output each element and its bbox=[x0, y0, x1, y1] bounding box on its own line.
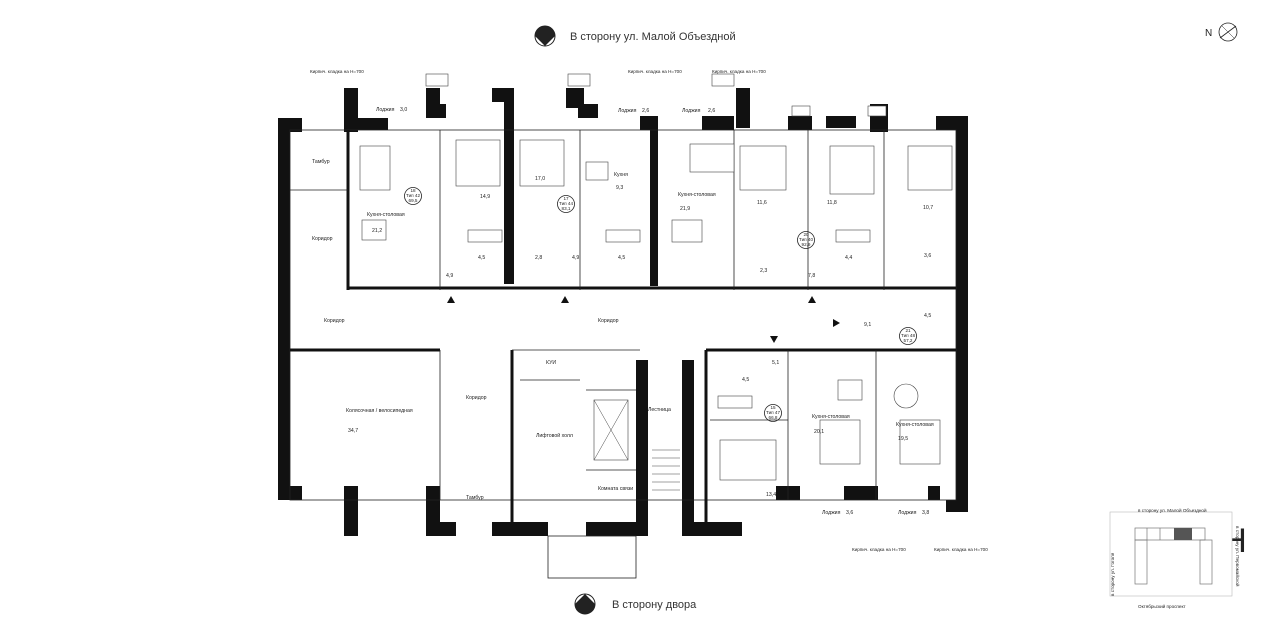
room-bath-5-area: 4,5 bbox=[742, 377, 749, 383]
apartment-badge: 15 Тип 47 66,8 bbox=[764, 404, 782, 422]
room-koridor-lower: Коридор bbox=[466, 395, 487, 401]
room-kitchen-6-area: 19,5 bbox=[898, 436, 908, 442]
room-kitchen-5: Кухня-столовая bbox=[812, 414, 850, 420]
room-stairs: Лестница bbox=[648, 407, 671, 413]
room-bed-5-area: 13,4 bbox=[766, 492, 776, 498]
wall-note-top-right: Кирпич. кладка на Н=700 bbox=[712, 69, 766, 74]
room-tambur-top: Тамбур bbox=[312, 159, 330, 165]
wall-note-bottom-left: Кирпич. кладка на Н=700 bbox=[852, 547, 906, 552]
minimap-street-top: в сторону ул. Малой Объездной bbox=[1138, 507, 1207, 513]
room-loggia-6-area: 3,8 bbox=[922, 510, 929, 516]
street-direction-label: В сторону ул. Малой Объездной bbox=[570, 31, 736, 43]
room-bed-4-area: 10,7 bbox=[923, 205, 933, 211]
minimap-street-bottom: Октябрьский проспект bbox=[1138, 603, 1187, 609]
room-lift-hall: Лифтовой холл bbox=[536, 432, 573, 439]
north-arrow-icon bbox=[1218, 22, 1238, 42]
room-koridor-main: Коридор bbox=[598, 318, 619, 324]
room-kitchen-1-area: 21,2 bbox=[372, 228, 382, 234]
apartment-badge: 18 Тип 42 69,5 bbox=[404, 187, 422, 205]
room-stroller: Колясочная / велосипедная bbox=[346, 408, 413, 414]
room-wc-3-area: 2,3 bbox=[760, 268, 767, 274]
room-loggia-2: Лоджия bbox=[618, 108, 637, 114]
room-kitchen-2: Кухня bbox=[614, 172, 628, 178]
room-kitchen-3: Кухня-столовая bbox=[678, 192, 716, 198]
outer-walls bbox=[278, 88, 968, 536]
svg-text:92,9: 92,9 bbox=[802, 242, 811, 247]
apartment-badge: 17 Тип 44 83,1 bbox=[557, 195, 575, 213]
apartment-badges: 18 Тип 42 69,5 17 Тип 44 83,1 20 Тип 40 … bbox=[404, 187, 917, 422]
room-kitchen-2-area: 9,3 bbox=[616, 185, 623, 191]
room-kitchen-1: Кухня-столовая bbox=[367, 212, 405, 218]
room-bed-1-area: 14,9 bbox=[480, 194, 490, 200]
room-hall-3-area: 7,8 bbox=[808, 273, 815, 279]
svg-text:Тип 42: Тип 42 bbox=[406, 193, 420, 198]
apartment-badge: 21 Тип 48 57,2 bbox=[899, 327, 917, 345]
room-bed-3b-area: 11,8 bbox=[827, 200, 837, 206]
svg-text:21: 21 bbox=[905, 328, 911, 333]
svg-text:66,8: 66,8 bbox=[769, 415, 778, 420]
svg-text:69,5: 69,5 bbox=[409, 198, 418, 203]
site-minimap: в сторону ул. Малой Объездной Октябрьски… bbox=[1109, 507, 1241, 609]
yard-direction-marker: В сторону двора bbox=[574, 593, 697, 615]
room-labels: Тамбур Коридор Коридор Коридор Лоджия 3,… bbox=[312, 107, 934, 516]
room-bath-4-area: 4,5 bbox=[924, 313, 931, 319]
room-wc-4-area: 3,6 bbox=[924, 253, 931, 259]
room-koridor-left: Коридор bbox=[312, 236, 333, 242]
room-bath-2-area: 4,5 bbox=[618, 255, 625, 261]
entry-arrows bbox=[447, 296, 840, 343]
room-koridor-mid-left: Коридор bbox=[324, 318, 345, 324]
room-wc-2-area: 2,8 bbox=[535, 255, 542, 261]
room-loggia-3-area: 2,6 bbox=[708, 108, 715, 114]
room-comm: Комната связи bbox=[598, 486, 633, 492]
interior-walls bbox=[289, 129, 957, 536]
room-hall-5-area: 5,1 bbox=[772, 360, 779, 366]
room-loggia-1: Лоджия bbox=[376, 107, 395, 113]
room-loggia-1-area: 3,0 bbox=[400, 107, 407, 113]
room-kuv: КУИ bbox=[546, 360, 556, 366]
minimap-highlight bbox=[1174, 528, 1192, 540]
svg-text:Тип 40: Тип 40 bbox=[799, 237, 813, 242]
room-kitchen-3-area: 21,9 bbox=[680, 206, 690, 212]
room-loggia-3: Лоджия bbox=[682, 108, 701, 114]
room-hall-2-area: 4,9 bbox=[572, 255, 579, 261]
svg-text:17: 17 bbox=[563, 196, 569, 201]
svg-text:20: 20 bbox=[803, 232, 809, 237]
north-arrow: N bbox=[1205, 22, 1238, 42]
yard-direction-label: В сторону двора bbox=[612, 599, 697, 611]
street-direction-marker: В сторону ул. Малой Объездной bbox=[534, 25, 736, 47]
wall-note-top-left: Кирпич. кладка на Н=700 bbox=[310, 69, 364, 74]
room-bed-2-area: 17,0 bbox=[535, 176, 545, 182]
svg-text:Тип 48: Тип 48 bbox=[901, 333, 915, 338]
svg-text:83,1: 83,1 bbox=[562, 206, 571, 211]
room-loggia-6: Лоджия bbox=[898, 510, 917, 516]
room-loggia-5-area: 3,6 bbox=[846, 510, 853, 516]
room-kitchen-6: Кухня-столовая bbox=[896, 422, 934, 428]
room-tambur-bottom: Тамбур bbox=[466, 495, 484, 501]
svg-text:Тип 44: Тип 44 bbox=[559, 201, 573, 206]
room-kitchen-5-area: 20,1 bbox=[814, 429, 824, 435]
north-letter: N bbox=[1205, 28, 1212, 39]
svg-text:Тип 47: Тип 47 bbox=[766, 410, 780, 415]
wall-note-bottom-right: Кирпич. кладка на Н=700 bbox=[934, 547, 988, 552]
minimap-street-left: в сторону ул. Гоголя bbox=[1110, 552, 1115, 596]
room-bath-3-area: 4,4 bbox=[845, 255, 852, 261]
svg-text:57,2: 57,2 bbox=[904, 338, 913, 343]
svg-text:18: 18 bbox=[410, 188, 416, 193]
apartment-badge: 20 Тип 40 92,9 bbox=[797, 231, 815, 249]
room-bath-1-area: 4,5 bbox=[478, 255, 485, 261]
svg-text:15: 15 bbox=[770, 405, 776, 410]
room-loggia-5: Лоджия bbox=[822, 510, 841, 516]
fixtures bbox=[359, 73, 953, 579]
minimap-street-right: в сторону ул. Первомайской bbox=[1235, 526, 1241, 587]
wall-note-top-mid: Кирпич. кладка на Н=700 bbox=[628, 69, 682, 74]
room-hall-1-area: 4,9 bbox=[446, 273, 453, 279]
room-loggia-2-area: 2,6 bbox=[642, 108, 649, 114]
room-hall-4-area: 9,1 bbox=[864, 322, 871, 328]
room-stroller-area: 34,7 bbox=[348, 428, 358, 434]
room-bed-3a-area: 11,6 bbox=[757, 200, 767, 206]
